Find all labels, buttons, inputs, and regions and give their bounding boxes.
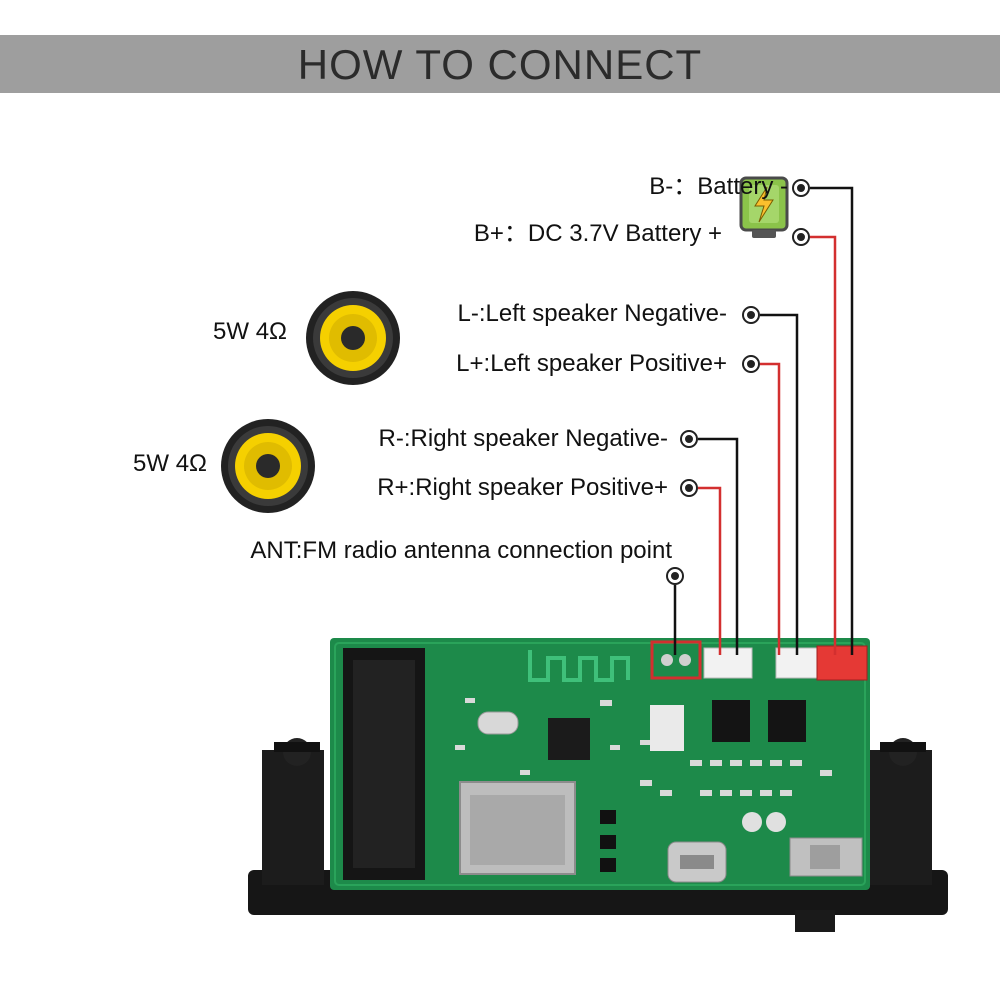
label-battery-negative: B-：Battery -	[649, 173, 788, 200]
wire-l-neg	[760, 313, 799, 655]
label-left-speaker-positive: L+:Left speaker Positive+	[456, 350, 727, 377]
terminal-marker-icon	[742, 355, 760, 373]
label-left-speaker-negative: L-:Left speaker Negative-	[457, 300, 727, 327]
left-speaker-rating: 5W 4Ω	[213, 318, 287, 345]
right-speaker-rating: 5W 4Ω	[133, 450, 207, 477]
speaker-icon	[221, 419, 315, 513]
right-panel-bracket	[870, 750, 932, 885]
label-right-speaker-positive: R+:Right speaker Positive+	[377, 474, 668, 501]
wire-r-pos	[698, 486, 722, 655]
terminal-marker-icon	[792, 179, 810, 197]
left-speaker-connector	[775, 647, 825, 679]
label-antenna: ANT:FM radio antenna connection point	[250, 537, 672, 564]
mp3-module-board	[248, 638, 948, 932]
page-title: HOW TO CONNECT	[297, 41, 703, 88]
wire-l-pos	[760, 362, 781, 655]
battery-connector	[816, 645, 868, 681]
amp-ic-u4	[712, 700, 750, 742]
left-panel-bracket	[262, 750, 324, 885]
label-battery-positive: B+：DC 3.7V Battery +	[473, 220, 722, 247]
ant-pad	[661, 654, 673, 666]
label-right-speaker-negative: R-:Right speaker Negative-	[378, 425, 668, 452]
header-banner: HOW TO CONNECT	[0, 35, 1000, 93]
terminal-marker-icon	[742, 306, 760, 324]
terminal-marker-icon	[680, 430, 698, 448]
crystal	[477, 711, 519, 735]
power-switch	[789, 837, 863, 877]
battery-icon	[739, 176, 789, 238]
terminal-marker-icon	[792, 228, 810, 246]
main-ic	[548, 718, 590, 760]
inductor	[650, 705, 684, 751]
terminal-marker-icon	[666, 567, 684, 585]
amp-ic-u3	[768, 700, 806, 742]
wire-b-neg	[810, 186, 854, 655]
terminal-markers	[666, 179, 810, 585]
wire-r-neg	[698, 437, 739, 655]
terminal-marker-icon	[680, 479, 698, 497]
wires	[673, 186, 854, 655]
pcb-antenna-trace	[528, 650, 630, 682]
wire-b-pos	[810, 235, 837, 655]
right-speaker-connector	[703, 647, 753, 679]
speaker-icon	[306, 291, 400, 385]
